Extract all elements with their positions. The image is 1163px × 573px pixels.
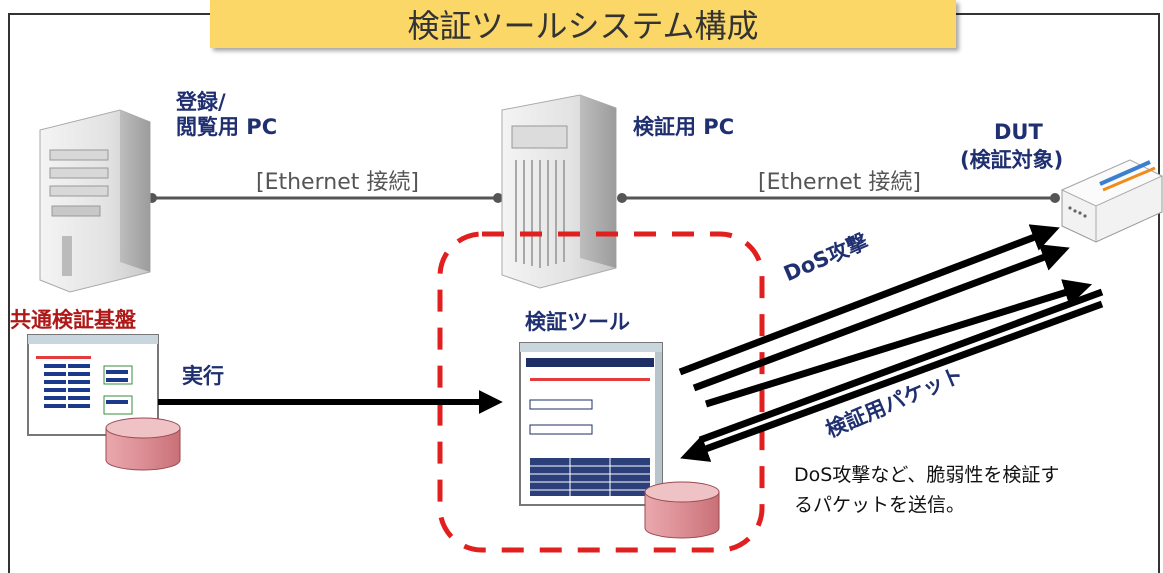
dut-label-line1: DUT: [994, 120, 1043, 144]
ethernet-line-right: [617, 193, 1060, 203]
title-banner: 検証ツールシステム構成: [210, 0, 956, 48]
diagram-title: 検証ツールシステム構成: [407, 7, 759, 45]
dos-attack-arrows: [678, 224, 1104, 444]
verification-pc-label: 検証用 PC: [633, 115, 735, 139]
platform-window-icon: [27, 334, 159, 436]
verification-tool-group: [437, 231, 765, 553]
registration-pc-icon: [39, 109, 151, 293]
tool-window-icon: [519, 342, 663, 506]
dut-label: DUT (検証対象): [960, 118, 1063, 174]
tool-label: 検証ツール: [525, 310, 630, 334]
dut-router-icon: [1060, 159, 1163, 243]
description-note-line1: DoS攻撃など、脆弱性を検証す: [794, 464, 1060, 486]
description-note: DoS攻撃など、脆弱性を検証す るパケットを送信。: [794, 460, 1059, 520]
verification-pc-icon: [501, 94, 617, 289]
platform-database-icon: [105, 417, 181, 471]
registration-pc-label-line2: 閲覧用 PC: [176, 115, 278, 139]
platform-label: 共通検証基盤: [10, 308, 136, 332]
packet-arrow: [680, 300, 1104, 462]
ethernet-label-left: [Ethernet 接続]: [256, 170, 419, 195]
registration-pc-label-line1: 登録/: [176, 90, 226, 114]
execute-label: 実行: [182, 364, 224, 388]
tool-database-icon: [644, 481, 720, 539]
registration-pc-label: 登録/ 閲覧用 PC: [176, 90, 277, 140]
dut-label-line2: (検証対象): [960, 148, 1064, 172]
ethernet-label-right: [Ethernet 接続]: [758, 170, 921, 195]
description-note-line2: るパケットを送信。: [794, 494, 966, 516]
